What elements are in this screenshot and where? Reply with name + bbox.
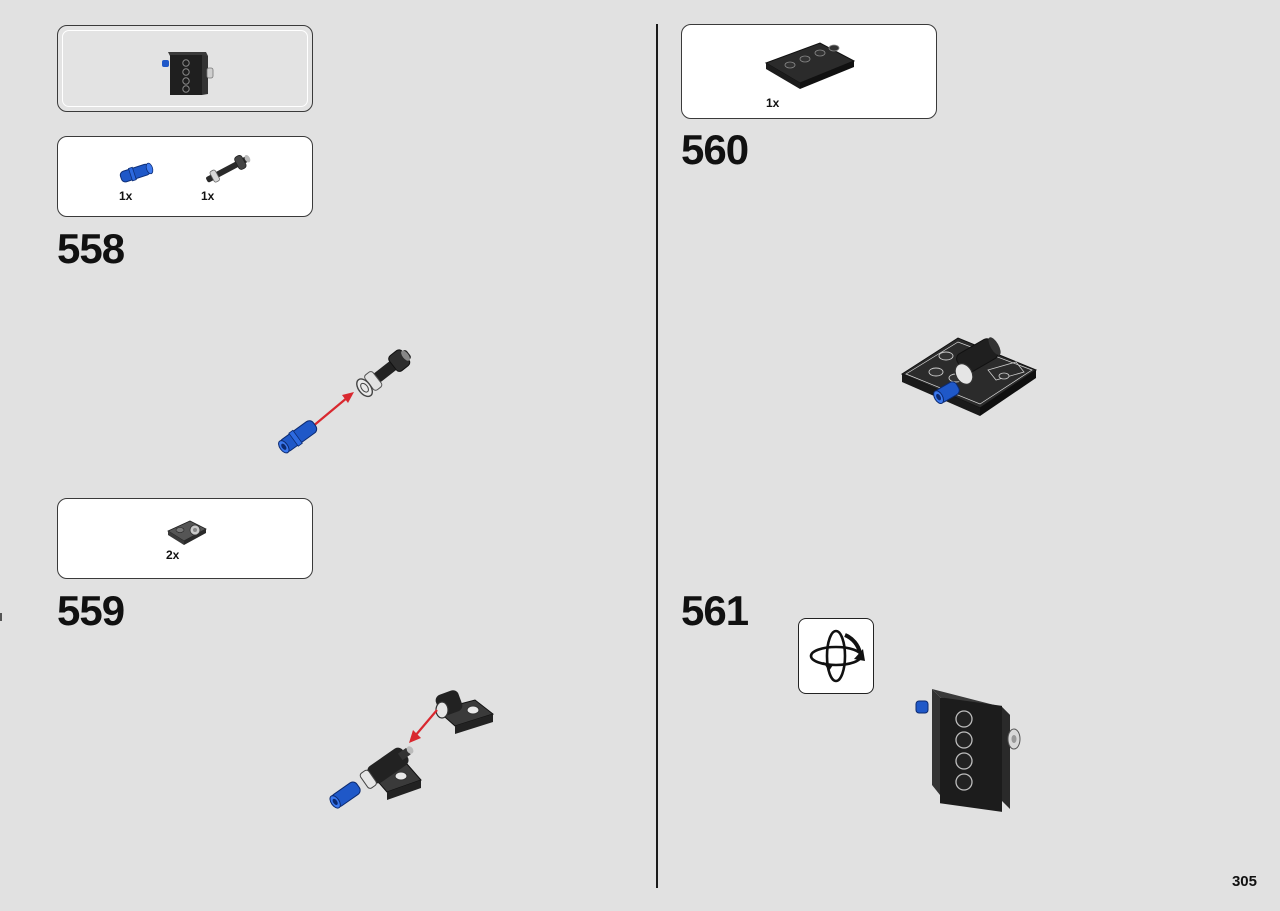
step-561-assembly-image [915, 689, 1021, 812]
step-number-559: 559 [57, 587, 125, 634]
page-divider [656, 24, 658, 888]
qty-label-axle: 1x [201, 189, 215, 203]
parts-list-559: 2x [57, 498, 313, 579]
black-axle-part-image [206, 154, 251, 183]
submodel-thumbnail-image [162, 52, 214, 95]
submodel-callout [57, 25, 313, 112]
qty-label-grey-plate: 2x [166, 548, 180, 562]
page-number: 305 [1231, 873, 1257, 890]
rotate-model-icon-box [798, 618, 874, 694]
edge-mark [0, 613, 2, 621]
qty-label-blue-pin: 1x [119, 189, 133, 203]
grey-plate-part-image [167, 520, 207, 545]
step-559-assembly-image [329, 690, 495, 809]
blue-pin-part-image [119, 162, 154, 183]
step-560-assembly-image [900, 337, 1038, 416]
step-number-558: 558 [57, 225, 125, 272]
step-number-561: 561 [681, 587, 749, 634]
step-number-560: 560 [681, 126, 749, 173]
qty-label-black-plate: 1x [766, 96, 780, 110]
rotate-model-icon [809, 629, 865, 683]
step-558-assembly-image [278, 349, 411, 454]
parts-list-560: 1x [681, 24, 937, 119]
black-plate-part-image [764, 42, 856, 89]
parts-list-558: 1x 1x [57, 136, 313, 217]
